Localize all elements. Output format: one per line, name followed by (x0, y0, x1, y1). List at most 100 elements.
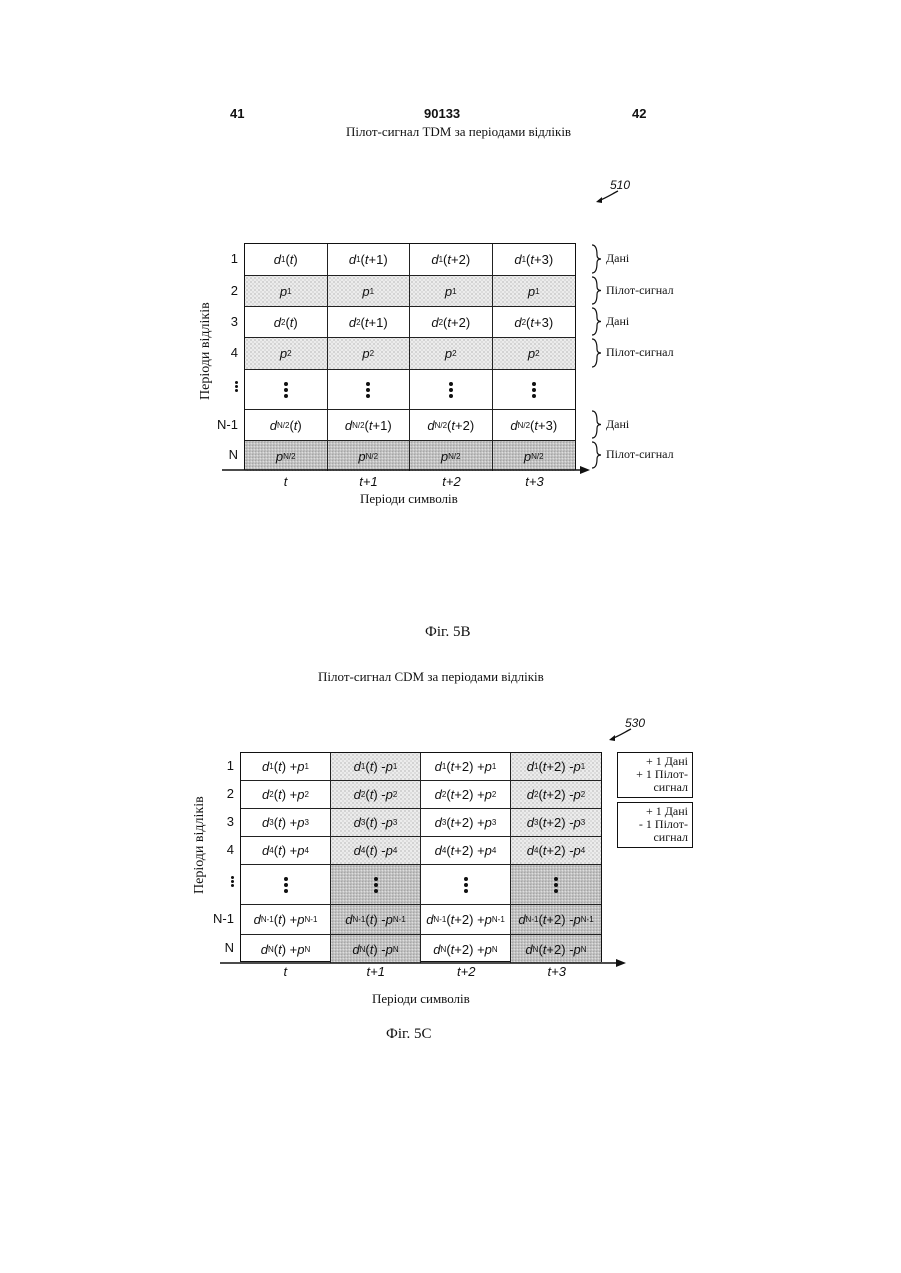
fig5c-cell-r4-c1: d4(t) + p4 (241, 837, 331, 865)
fig5b-cell-r2-c2: p1 (328, 276, 411, 307)
vertical-ellipsis-icon (449, 382, 453, 398)
fig5b-brace-label-4: Пілот-сигнал (606, 345, 674, 360)
vertical-ellipsis-icon (464, 877, 468, 893)
patent-number: 90133 (424, 106, 460, 121)
fig5c-legend-plus: + 1 Дані + 1 Пілот- сигнал (617, 752, 693, 798)
fig5c-cell-r2-c3: d2(t+2) + p2 (421, 781, 511, 809)
brace-icon (590, 337, 602, 369)
fig5b-cell-r3-c3: d2(t+2) (410, 307, 493, 338)
fig5b-row-label-1: 1 (198, 251, 238, 266)
fig5b-column-label-1: t (256, 474, 316, 489)
vertical-ellipsis-icon (284, 382, 288, 398)
fig5c-cell-r1-c1: d1(t) + p1 (241, 753, 331, 781)
vertical-ellipsis-icon (532, 382, 536, 398)
fig5b-cell-r3-c1: d2(t) (245, 307, 328, 338)
fig5b-row-label-6: N-1 (198, 417, 238, 432)
vertical-ellipsis-icon (374, 877, 378, 893)
fig5c-cell-r4-c2: d4(t) - p4 (331, 837, 421, 865)
fig5c-cell-r1-c4: d1(t+2) - p1 (511, 753, 601, 781)
fig5c-grid: d1(t) + p1d1(t) - p1d1(t+2) + p1d1(t+2) … (240, 752, 602, 962)
fig5c-cell-r6-c4: dN-1(t+2) - pN-1 (511, 905, 601, 935)
fig5b-cell-r1-c3: d1(t+2) (410, 244, 493, 276)
fig5c-row-label-6: N-1 (194, 911, 234, 926)
fig5b-cell-r2-c3: p1 (410, 276, 493, 307)
fig5b-cell-r4-c4: p2 (493, 338, 576, 370)
brace-icon (590, 306, 602, 337)
fig5c-x-axis-label: Періоди символів (372, 991, 470, 1007)
fig5c-cell-r1-c3: d1(t+2) + p1 (421, 753, 511, 781)
brace-icon (590, 275, 602, 306)
fig5c-cell-r2-c2: d2(t) - p2 (331, 781, 421, 809)
fig5b-cell-r6-c2: dN/2(t+1) (328, 410, 411, 441)
fig5b-cell-r4-c1: p2 (245, 338, 328, 370)
fig5b-cell-r5-c4 (493, 370, 576, 410)
fig5b-cell-r2-c1: p1 (245, 276, 328, 307)
fig5b-column-label-4: t+3 (505, 474, 565, 489)
fig5b-brace-label-6: Пілот-сигнал (606, 447, 674, 462)
brace-icon (590, 409, 602, 440)
fig5b-row-label-3: 3 (198, 314, 238, 329)
fig5c-cell-r1-c2: d1(t) - p1 (331, 753, 421, 781)
fig5b-grid: d1(t)d1(t+1)d1(t+2)d1(t+3)p1p1p1p1d2(t)d… (244, 243, 576, 470)
fig5b-cell-r6-c1: dN/2(t) (245, 410, 328, 441)
fig5b-cell-r5-c2 (328, 370, 411, 410)
fig5b-title: Пілот-сигнал TDM за періодами відліків (346, 124, 571, 140)
vertical-ellipsis-icon (366, 382, 370, 398)
fig5c-row-label-4: 4 (194, 842, 234, 857)
fig5b-cell-r4-c3: p2 (410, 338, 493, 370)
fig5c-reference-arrow-icon (605, 726, 635, 744)
fig5b-brace-label-2: Пілот-сигнал (606, 283, 674, 298)
vertical-ellipsis-icon (554, 877, 558, 893)
fig5b-cell-r1-c1: d1(t) (245, 244, 328, 276)
legend-plus-line-3: сигнал (622, 781, 688, 794)
fig5b-cell-r6-c4: dN/2(t+3) (493, 410, 576, 441)
fig5c-cell-r4-c3: d4(t+2) + p4 (421, 837, 511, 865)
fig5c-row-label-2: 2 (194, 786, 234, 801)
fig5b-x-axis-label: Періоди символів (360, 491, 458, 507)
fig5c-title: Пілот-сигнал CDM за періодами відліків (318, 669, 544, 685)
fig5c-cell-r5-c2 (331, 865, 421, 905)
fig5c-cell-r4-c4: d4(t+2) - p4 (511, 837, 601, 865)
fig5b-row-label-2: 2 (198, 283, 238, 298)
vertical-ellipsis-icon (284, 877, 288, 893)
fig5b-cell-r3-c4: d2(t+3) (493, 307, 576, 338)
fig5c-cell-r3-c4: d3(t+2) - p3 (511, 809, 601, 837)
vertical-ellipsis-icon (198, 381, 238, 392)
fig5c-cell-r3-c3: d3(t+2) + p3 (421, 809, 511, 837)
vertical-ellipsis-icon (194, 876, 234, 887)
fig5c-row-label-3: 3 (194, 814, 234, 829)
fig5c-legend-minus: + 1 Дані - 1 Пілот- сигнал (617, 802, 693, 848)
fig5b-cell-r6-c3: dN/2(t+2) (410, 410, 493, 441)
fig5b-column-label-2: t+1 (339, 474, 399, 489)
page-number-left: 41 (230, 106, 244, 121)
fig5c-row-label-1: 1 (194, 758, 234, 773)
fig5c-cell-r5-c1 (241, 865, 331, 905)
brace-icon (590, 440, 602, 470)
fig5b-reference-arrow-icon (592, 188, 622, 206)
fig5c-cell-r6-c1: dN-1(t) + pN-1 (241, 905, 331, 935)
fig5c-column-label-1: t (255, 964, 315, 979)
fig5b-cell-r5-c1 (245, 370, 328, 410)
fig5b-brace-label-1: Дані (606, 251, 629, 266)
fig5b-brace-label-5: Дані (606, 417, 629, 432)
fig5c-cell-r2-c1: d2(t) + p2 (241, 781, 331, 809)
fig5c-cell-r6-c3: dN-1(t+2) + pN-1 (421, 905, 511, 935)
fig5c-cell-r2-c4: d2(t+2) - p2 (511, 781, 601, 809)
page-number-right: 42 (632, 106, 646, 121)
fig5b-row-label-7: N (198, 447, 238, 462)
fig5c-caption: Фіг. 5С (386, 1026, 431, 1043)
fig5b-cell-r2-c4: p1 (493, 276, 576, 307)
fig5c-column-label-2: t+1 (346, 964, 406, 979)
fig5c-row-label-5 (194, 876, 234, 887)
legend-minus-line-3: сигнал (622, 831, 688, 844)
fig5b-row-label-5 (198, 381, 238, 392)
fig5b-cell-r1-c2: d1(t+1) (328, 244, 411, 276)
fig5c-cell-r6-c2: dN-1(t) - pN-1 (331, 905, 421, 935)
fig5b-cell-r5-c3 (410, 370, 493, 410)
fig5c-cell-r3-c2: d3(t) - p3 (331, 809, 421, 837)
fig5c-column-label-3: t+2 (436, 964, 496, 979)
fig5b-column-label-3: t+2 (422, 474, 482, 489)
fig5b-cell-r3-c2: d2(t+1) (328, 307, 411, 338)
fig5b-caption: Фіг. 5В (425, 624, 470, 641)
fig5c-cell-r5-c4 (511, 865, 601, 905)
